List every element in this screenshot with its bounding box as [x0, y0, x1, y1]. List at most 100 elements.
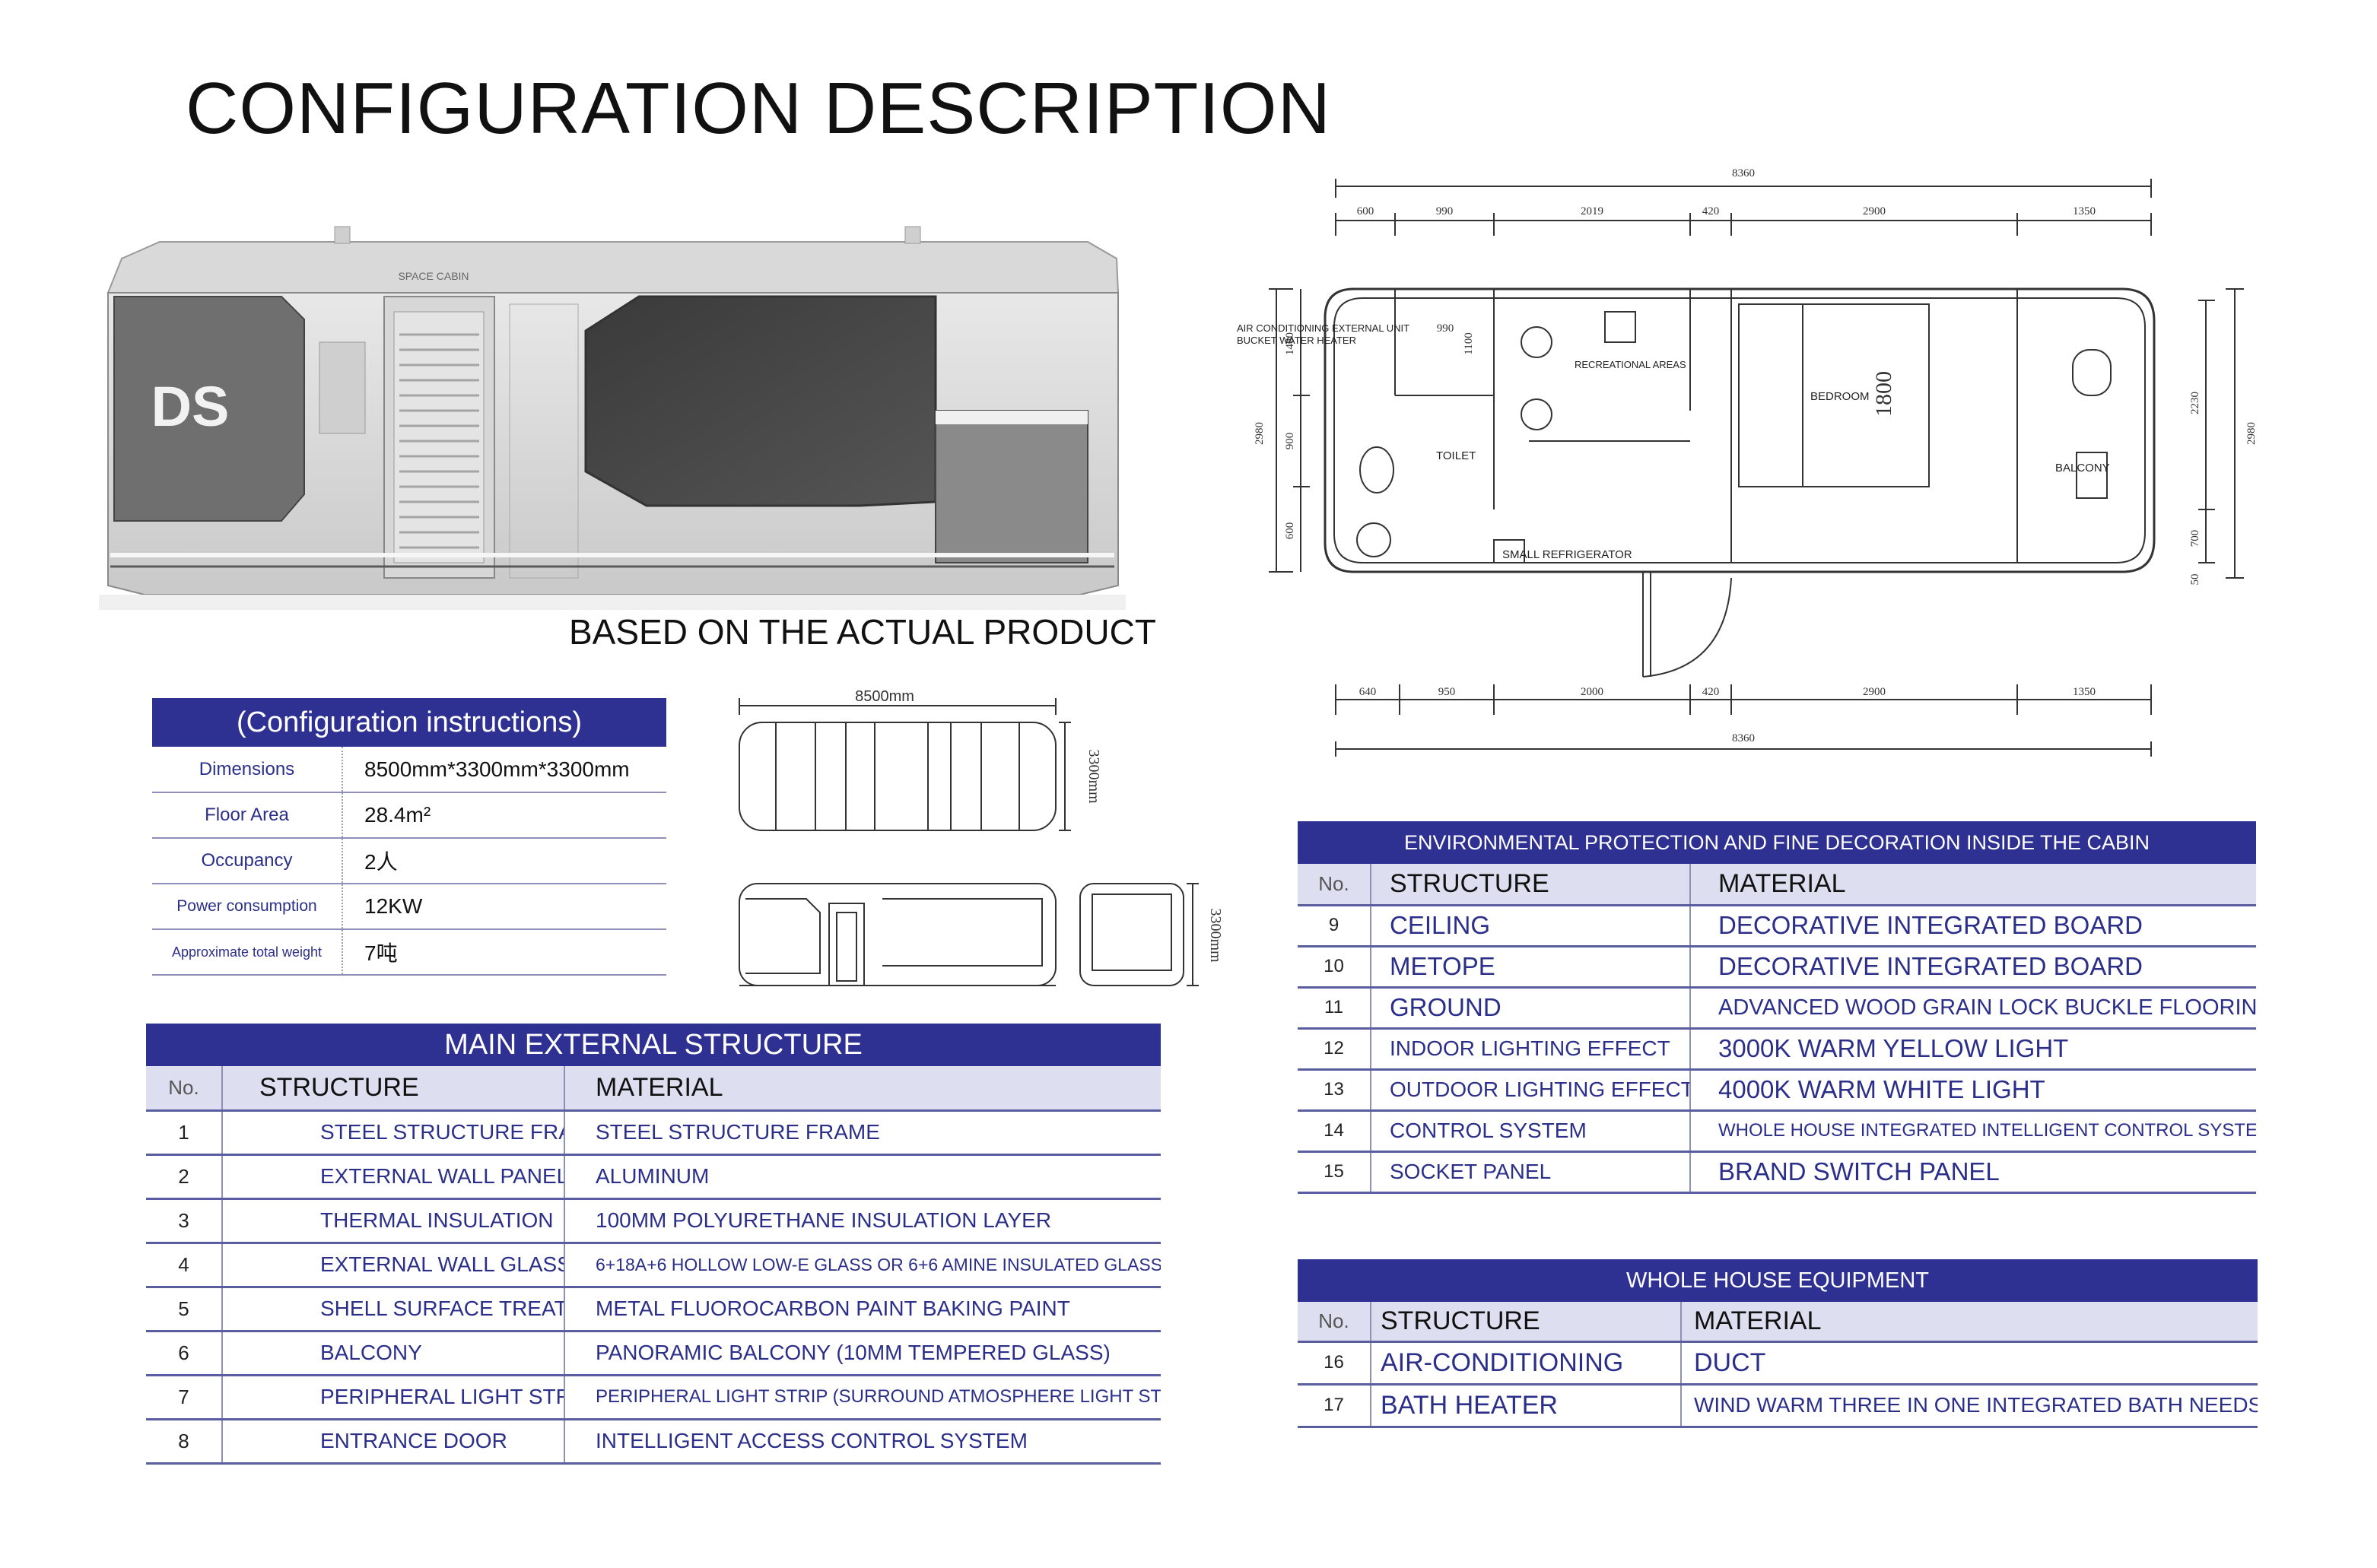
table-row: 13 OUTDOOR LIGHTING EFFECT 4000K WARM WH… — [1298, 1069, 2256, 1112]
material-cell: METAL FLUOROCARBON PAINT BAKING PAINT — [564, 1287, 1161, 1332]
material-cell: 100MM POLYURETHANE INSULATION LAYER — [564, 1198, 1161, 1244]
equipment-table: WHOLE HOUSE EQUIPMENT No. STRUCTURE MATE… — [1298, 1259, 2258, 1428]
configuration-table: (Configuration instructions) Dimensions … — [152, 698, 666, 976]
render-caption: BASED ON THE ACTUAL PRODUCT — [569, 612, 1156, 652]
row-number: 15 — [1298, 1151, 1371, 1194]
configuration-table-title: (Configuration instructions) — [152, 698, 666, 747]
structure-cell: GROUND — [1371, 987, 1691, 1030]
config-row: Dimensions 8500mm*3300mm*3300mm — [152, 747, 666, 793]
row-number: 11 — [1298, 987, 1371, 1030]
dimension-label: 1350 — [2073, 205, 2096, 217]
environment-table-title: ENVIRONMENTAL PROTECTION AND FINE DECORA… — [1298, 821, 2256, 864]
equipment-table-title: WHOLE HOUSE EQUIPMENT — [1298, 1259, 2258, 1302]
column-header: MATERIAL — [1690, 864, 2256, 906]
room-label: SMALL REFRIGERATOR — [1502, 548, 1632, 561]
material-cell: PERIPHERAL LIGHT STRIP (SURROUND ATMOSPH… — [564, 1375, 1161, 1420]
dimension-label: 640 — [1359, 686, 1377, 698]
dimension-label: 420 — [1702, 205, 1720, 217]
row-number: 12 — [1298, 1028, 1371, 1071]
structure-cell: THERMAL INSULATION — [222, 1198, 565, 1244]
material-cell: WHOLE HOUSE INTEGRATED INTELLIGENT CONTR… — [1690, 1110, 2256, 1153]
structure-cell: AIR-CONDITIONING — [1371, 1341, 1682, 1385]
dimension-label: 700 — [2189, 530, 2201, 548]
dimension-label: 900 — [1284, 433, 1296, 450]
structure-cell: SHELL SURFACE TREATMENT — [222, 1287, 565, 1332]
external-structure-table: MAIN EXTERNAL STRUCTURE No. STRUCTURE MA… — [146, 1024, 1161, 1465]
dimension-label: 2900 — [1863, 686, 1886, 698]
row-number: 13 — [1298, 1069, 1371, 1112]
dimension-label: 600 — [1284, 522, 1296, 540]
room-label: BEDROOM — [1810, 390, 1870, 403]
height-dimension-label: 3300mm — [1207, 908, 1224, 963]
width-dimension-label: 3300mm — [1085, 749, 1102, 804]
material-cell: 6+18A+6 HOLLOW LOW-E GLASS OR 6+6 AMINE … — [564, 1243, 1161, 1288]
row-number: 3 — [146, 1198, 223, 1244]
column-header: No. — [146, 1066, 223, 1112]
room-label: BALCONY — [2055, 462, 2110, 475]
table-header-row: No. STRUCTURE MATERIAL — [1298, 1302, 2258, 1343]
structure-cell: CONTROL SYSTEM — [1371, 1110, 1691, 1153]
room-label: RECREATIONAL AREAS — [1575, 359, 1686, 370]
dimension-label: 2019 — [1581, 205, 1603, 217]
table-row: 1 STEEL STRUCTURE FRAME STEEL STRUCTURE … — [146, 1110, 1161, 1156]
config-label: Occupancy — [152, 838, 343, 884]
row-number: 9 — [1298, 905, 1371, 947]
row-number: 8 — [146, 1419, 223, 1465]
row-number: 14 — [1298, 1110, 1371, 1153]
material-cell: WIND WARM THREE IN ONE INTEGRATED BATH N… — [1681, 1384, 2258, 1428]
table-row: 15 SOCKET PANEL BRAND SWITCH PANEL — [1298, 1151, 2256, 1194]
length-dimension-label: 8500mm — [855, 688, 914, 705]
row-number: 1 — [146, 1110, 223, 1156]
material-cell: INTELLIGENT ACCESS CONTROL SYSTEM — [564, 1419, 1161, 1465]
table-row: 8 ENTRANCE DOOR INTELLIGENT ACCESS CONTR… — [146, 1419, 1161, 1465]
config-row: Occupancy 2人 — [152, 838, 666, 884]
dimension-label: 2900 — [1863, 205, 1886, 217]
total-dimension-top: 8360 — [1732, 167, 1755, 179]
structure-cell: PERIPHERAL LIGHT STRIP — [222, 1375, 565, 1420]
dimension-label: 1480 — [1284, 332, 1296, 355]
structure-cell: EXTERNAL WALL PANELS — [222, 1154, 565, 1200]
table-row: 4 EXTERNAL WALL GLASS 6+18A+6 HOLLOW LOW… — [146, 1243, 1161, 1288]
config-label: Power consumption — [152, 884, 343, 930]
structure-cell: BALCONY — [222, 1331, 565, 1376]
elevation-drawings: 8500mm 3300mm 3300mm — [739, 688, 1224, 986]
room-label: TOILET — [1436, 449, 1476, 462]
table-row: 7 PERIPHERAL LIGHT STRIP PERIPHERAL LIGH… — [146, 1375, 1161, 1420]
row-number: 4 — [146, 1243, 223, 1288]
structure-cell: STEEL STRUCTURE FRAME — [222, 1110, 565, 1156]
cabin-render-image: DS SPACE CABIN — [99, 226, 1126, 610]
column-header: MATERIAL — [564, 1066, 1161, 1112]
dimension-label: 990 — [1436, 205, 1454, 217]
structure-cell: EXTERNAL WALL GLASS — [222, 1243, 565, 1288]
table-row: 16 AIR-CONDITIONING DUCT — [1298, 1341, 2258, 1385]
config-label: Floor Area — [152, 792, 343, 839]
config-row: Floor Area 28.4m² — [152, 792, 666, 839]
table-row: 2 EXTERNAL WALL PANELS ALUMINUM — [146, 1154, 1161, 1200]
row-number: 2 — [146, 1154, 223, 1200]
config-value: 2人 — [342, 838, 666, 884]
dimension-label: 420 — [1702, 686, 1720, 698]
table-row: 9 CEILING DECORATIVE INTEGRATED BOARD — [1298, 905, 2256, 947]
column-header: No. — [1298, 864, 1371, 906]
material-cell: BRAND SWITCH PANEL — [1690, 1151, 2256, 1194]
row-number: 16 — [1298, 1341, 1371, 1385]
row-number: 6 — [146, 1331, 223, 1376]
dimension-label: 600 — [1357, 205, 1374, 217]
config-value: 28.4m² — [342, 792, 666, 839]
config-value: 12KW — [342, 884, 666, 930]
dimension-label: 990 — [1437, 322, 1454, 335]
row-number: 7 — [146, 1375, 223, 1420]
structure-cell: METOPE — [1371, 946, 1691, 989]
table-header-row: No. STRUCTURE MATERIAL — [146, 1066, 1161, 1112]
dimension-label: 2000 — [1581, 686, 1603, 698]
table-row: 3 THERMAL INSULATION 100MM POLYURETHANE … — [146, 1198, 1161, 1244]
config-row: Power consumption 12KW — [152, 884, 666, 930]
column-header: MATERIAL — [1681, 1302, 2258, 1343]
total-dimension-bottom: 8360 — [1732, 732, 1755, 744]
column-header: STRUCTURE — [1371, 1302, 1682, 1343]
config-value: 7吨 — [342, 929, 666, 976]
config-label: Approximate total weight — [152, 929, 343, 976]
column-header: STRUCTURE — [1371, 864, 1691, 906]
right-total-dimension: 2980 — [2245, 422, 2258, 445]
floor-plan: 8360 600 990 2019 420 2900 1350 640 950 … — [1237, 167, 2258, 757]
